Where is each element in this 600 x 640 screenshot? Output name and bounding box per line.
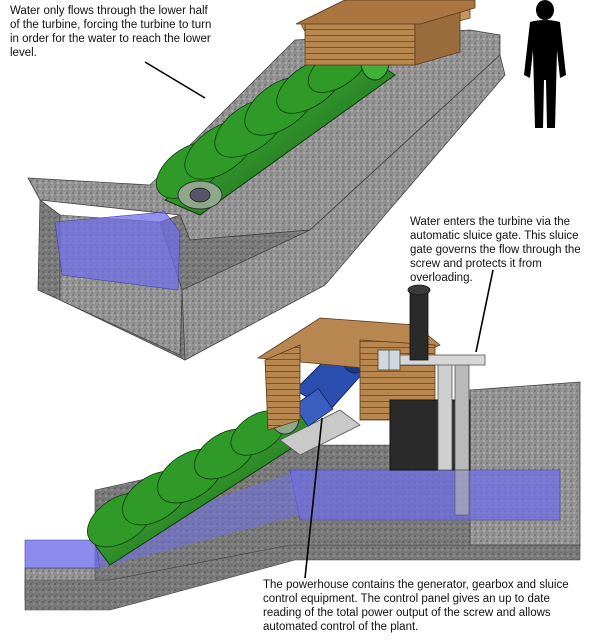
callout-line-powerhouse bbox=[304, 417, 323, 579]
lower-headwater bbox=[289, 469, 561, 521]
caption-sluice-gate: Water enters the turbine via the automat… bbox=[410, 216, 581, 284]
upper-channel-right-wall bbox=[181, 54, 506, 361]
person-silhouette bbox=[524, 0, 566, 128]
upper-tailwater bbox=[54, 211, 181, 291]
callout-line-sluice-gate bbox=[475, 269, 494, 353]
upper-powerhouse-hut bbox=[295, 0, 476, 66]
callout-line-lower-half bbox=[144, 61, 206, 99]
caption-powerhouse: The powerhouse contains the generator, g… bbox=[263, 579, 569, 633]
sluice-actuator-column bbox=[407, 284, 431, 361]
upper-archimedes-screw bbox=[156, 43, 396, 216]
lower-right-block bbox=[469, 381, 581, 546]
lower-tailwater bbox=[24, 539, 101, 569]
upper-view bbox=[27, 0, 566, 361]
lower-channel-water bbox=[95, 470, 300, 568]
caption-lower-half: Water only flows through the lower half … bbox=[10, 5, 212, 59]
lower-view bbox=[24, 269, 581, 611]
sluice-gate bbox=[389, 354, 486, 516]
